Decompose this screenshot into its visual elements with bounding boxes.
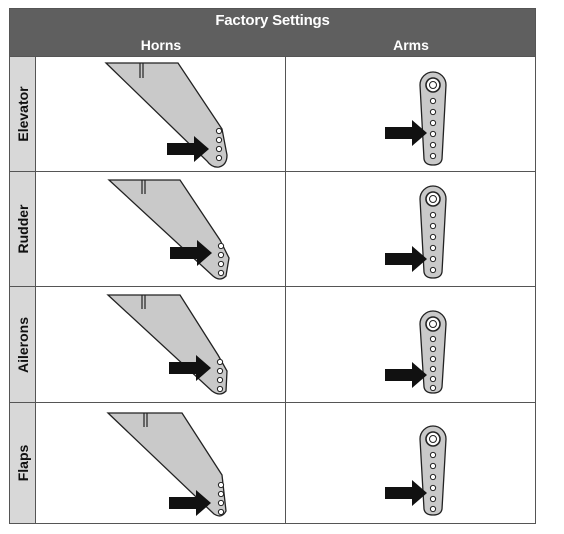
factory-settings-table: Factory Settings Horns Arms Elevator <box>9 8 536 524</box>
servo-arm-icon <box>385 185 447 279</box>
row-label-cell: Flaps <box>10 403 36 523</box>
control-horn-icon <box>106 294 228 395</box>
table-row-rudder: Rudder <box>10 171 535 286</box>
row-label: Ailerons <box>14 316 31 373</box>
servo-arm-icon <box>385 425 447 516</box>
row-label-cell: Elevator <box>10 57 36 171</box>
horn-cell <box>36 287 286 402</box>
servo-arm-icon <box>385 310 447 394</box>
table-row-ailerons: Ailerons <box>10 286 535 402</box>
horn-cell <box>36 57 286 171</box>
arm-cell <box>286 57 535 171</box>
row-label: Rudder <box>14 204 31 254</box>
table-row-elevator: Elevator <box>10 56 535 171</box>
row-label-cell: Ailerons <box>10 287 36 402</box>
horn-cell <box>36 172 286 286</box>
control-horn-icon <box>107 179 230 280</box>
arm-cell <box>286 172 535 286</box>
control-horn-icon <box>104 62 228 168</box>
servo-arm-icon <box>385 71 447 166</box>
arm-cell <box>286 403 535 523</box>
arm-cell <box>286 287 535 402</box>
table-header: Factory Settings Horns Arms <box>10 9 535 56</box>
table-title: Factory Settings <box>215 12 330 29</box>
row-label-cell: Rudder <box>10 172 36 286</box>
column-header-arms: Arms <box>393 37 429 53</box>
control-horn-icon <box>106 412 227 517</box>
row-label: Flaps <box>14 444 31 482</box>
horn-cell <box>36 403 286 523</box>
row-label: Elevator <box>14 86 31 142</box>
column-header-horns: Horns <box>140 37 182 53</box>
table-row-flaps: Flaps <box>10 402 535 523</box>
